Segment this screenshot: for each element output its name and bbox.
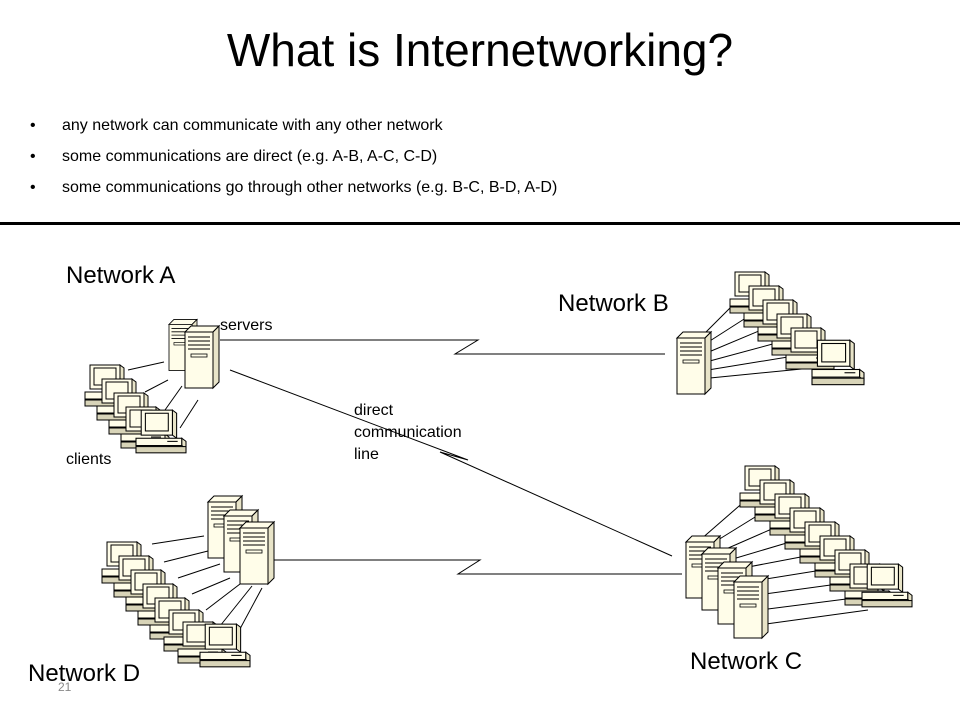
network-c-group bbox=[685, 465, 913, 639]
page-number: 21 bbox=[58, 680, 72, 694]
servers-label: servers bbox=[220, 317, 273, 334]
network-b-label: Network B bbox=[558, 290, 669, 317]
network-c-label: Network C bbox=[690, 648, 803, 675]
bullet-item: any network can communicate with any oth… bbox=[30, 110, 557, 141]
network-d-group bbox=[101, 495, 275, 668]
wan-links bbox=[220, 339, 682, 575]
network-a-group bbox=[84, 318, 220, 454]
workstation-icon bbox=[861, 563, 913, 608]
bullet-list: any network can communicate with any oth… bbox=[30, 110, 557, 203]
network-d-label: Network D bbox=[28, 660, 141, 687]
server-icon bbox=[676, 331, 712, 395]
network-b-group bbox=[676, 271, 865, 395]
bullet-item: some communications go through other net… bbox=[30, 172, 557, 203]
bullet-item: some communications are direct (e.g. A-B… bbox=[30, 141, 557, 172]
server-icon bbox=[733, 575, 769, 639]
slide-title: What is Internetworking? bbox=[226, 24, 734, 76]
server-icon bbox=[184, 325, 220, 389]
workstation-icon bbox=[135, 409, 187, 454]
link-a-b bbox=[220, 339, 665, 355]
link-d-c bbox=[270, 559, 682, 575]
network-a-label: Network A bbox=[66, 262, 176, 289]
client-links bbox=[127, 361, 199, 429]
server-icon bbox=[239, 521, 275, 585]
divider-line bbox=[0, 222, 960, 225]
link-a-c bbox=[229, 369, 673, 557]
workstation-icon bbox=[199, 623, 251, 668]
direct-line-label-line: line bbox=[354, 446, 379, 463]
direct-line-label: direct communication line bbox=[354, 400, 462, 466]
direct-line-label-line: communication bbox=[354, 424, 462, 441]
direct-line-label-line: direct bbox=[354, 402, 394, 419]
clients-label: clients bbox=[66, 451, 112, 468]
workstation-icon bbox=[811, 339, 865, 386]
